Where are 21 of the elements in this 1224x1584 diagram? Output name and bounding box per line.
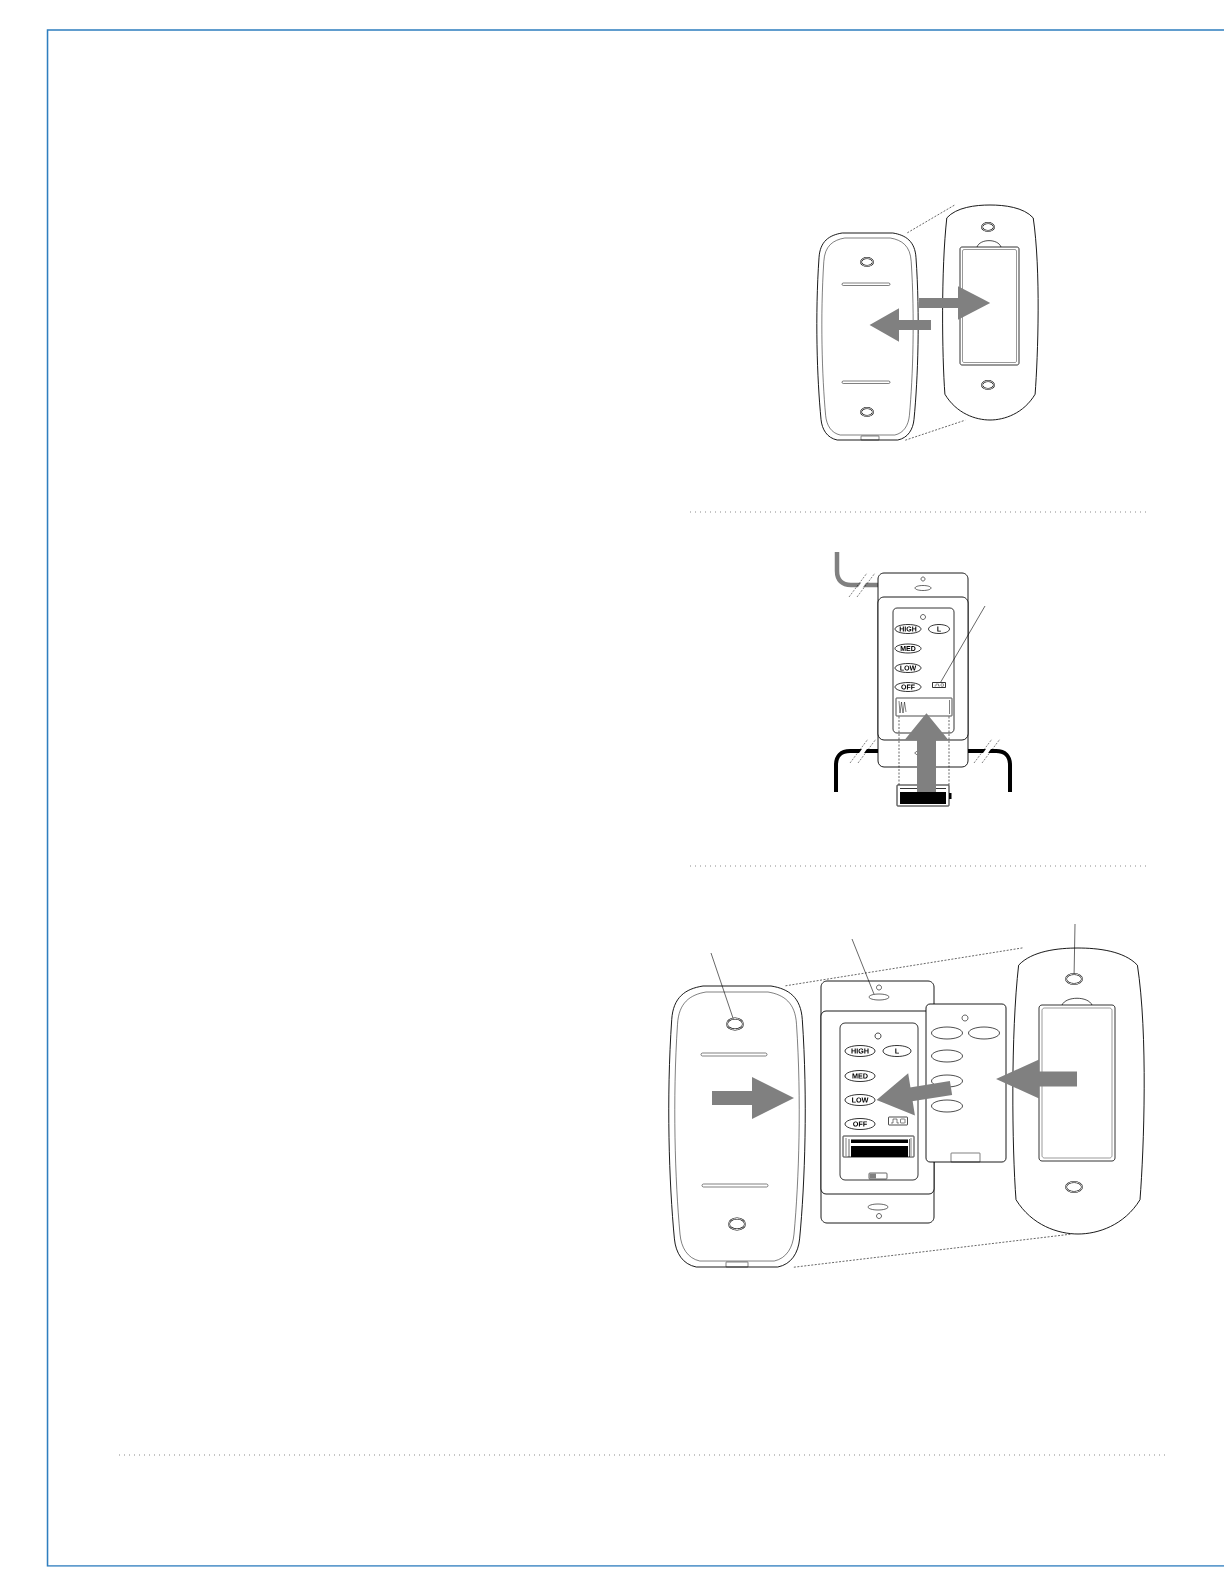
guide-line <box>948 715 950 786</box>
guide-line <box>898 715 900 786</box>
screw-hole <box>1065 973 1083 985</box>
mounting-plate <box>668 985 806 1268</box>
mounting-plate <box>816 232 919 441</box>
projection-line <box>904 419 966 441</box>
remote-housing <box>1012 947 1145 1235</box>
keypad-panel <box>839 1022 919 1181</box>
remote-housing <box>942 204 1039 421</box>
keypad-panel <box>892 607 955 734</box>
battery-compartment <box>895 697 953 717</box>
button-overlay <box>925 1003 1007 1163</box>
projection-line <box>907 204 956 234</box>
indicator-icon <box>932 682 946 688</box>
projection-line <box>793 1233 1071 1268</box>
leader-line <box>851 938 875 995</box>
screw-hole <box>868 993 890 1001</box>
screw-hole <box>726 1017 744 1031</box>
projection-line <box>785 947 1024 987</box>
leader-line <box>710 952 734 1019</box>
leader-line <box>1073 923 1076 975</box>
